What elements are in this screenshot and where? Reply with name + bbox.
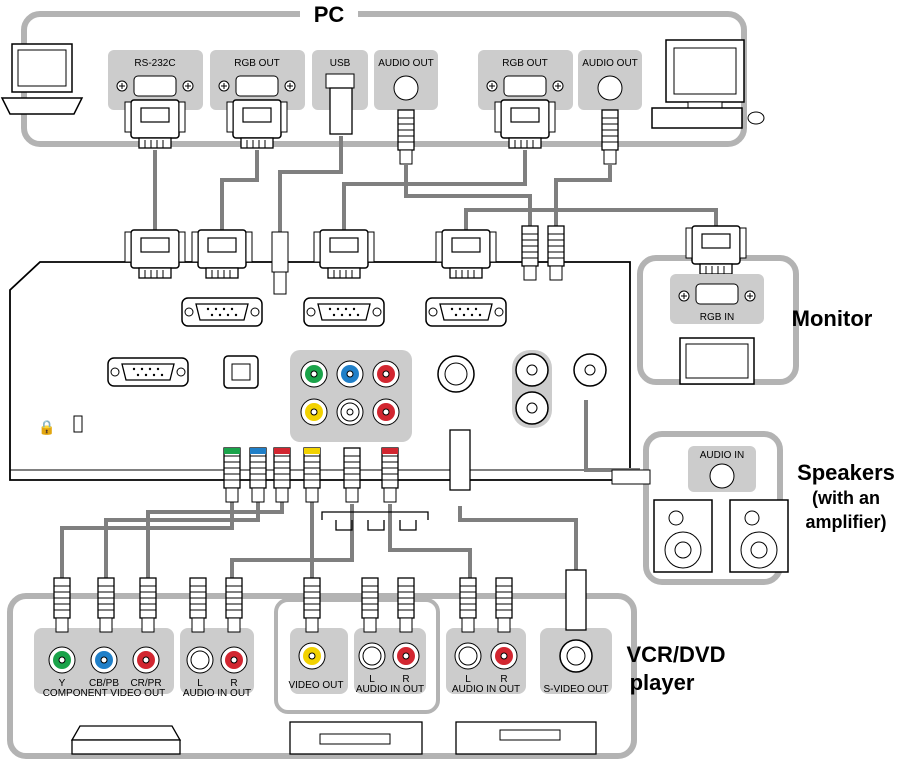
pc-group: PC RS-232C RGB OUT: [0, 2, 765, 165]
composite-l-label: L: [369, 674, 375, 685]
pc-cables: [153, 136, 718, 232]
audio-out-1-label: AUDIO OUT: [378, 58, 434, 69]
usb-plug: [329, 87, 353, 135]
bracket: [321, 511, 429, 531]
audio-out-2-label: AUDIO OUT: [582, 58, 638, 69]
pc-port-rgb-out-1: RGB OUT: [210, 50, 305, 110]
projector-panel: 🔒: [9, 225, 631, 481]
svideo-l-label: L: [465, 674, 471, 685]
av-receiver-icon: [455, 721, 597, 755]
rgb-out-2-label: RGB OUT: [502, 58, 548, 69]
audio-in-label: AUDIO IN: [700, 450, 744, 461]
speakers-sub-2: amplifier): [805, 512, 886, 532]
rgb-out-1-label: RGB OUT: [234, 58, 280, 69]
lock-icon: 🔒: [38, 419, 55, 436]
svideo-plug: [449, 429, 471, 491]
component-l-label: L: [197, 678, 203, 689]
vcr-icon: [289, 721, 423, 755]
svideo-out-label: S-VIDEO OUT: [543, 684, 608, 695]
pc-port-rgb-out-2: RGB OUT: [478, 50, 573, 110]
speakers-group: AUDIO IN Speakers (with an amplifier): [611, 431, 895, 585]
component-audio-label: AUDIO IN OUT: [183, 688, 251, 699]
composite-audio-label: AUDIO IN OUT: [356, 684, 424, 695]
vcr-dvd-group: Y CB/PB CR/PR COMPONENT VIDEO OUT L R AU…: [7, 569, 726, 759]
usb-label: USB: [330, 58, 351, 69]
vcr-dvd-subtitle: player: [630, 670, 695, 695]
component-y-label: Y: [59, 678, 66, 689]
desktop-computer-icon: [651, 39, 765, 129]
pc-port-usb: USB: [312, 50, 368, 110]
dvd-player-icon: [70, 725, 182, 755]
svideo-audio-label: AUDIO IN OUT: [452, 684, 520, 695]
component-cb-label: CB/PB: [89, 678, 119, 689]
speaker-plug: [611, 469, 651, 485]
component-caption: COMPONENT VIDEO OUT: [43, 688, 166, 699]
svideo-r-label: R: [500, 674, 507, 685]
component-cr-label: CR/PR: [130, 678, 161, 689]
usb-cable-plug: [271, 231, 289, 273]
component-r-label: R: [230, 678, 237, 689]
pc-port-audio-out-2: AUDIO OUT: [578, 50, 642, 110]
rs232c-label: RS-232C: [134, 58, 175, 69]
composite-video-label: VIDEO OUT: [288, 680, 343, 691]
pc-port-audio-out-1: AUDIO OUT: [374, 50, 438, 110]
speakers-title: Speakers: [797, 460, 895, 485]
laptop-icon: [0, 43, 84, 115]
vcr-dvd-frame: [7, 593, 637, 759]
pc-port-rs232c: RS-232C: [108, 50, 203, 110]
speakers-sub-1: (with an: [812, 488, 880, 508]
security-slot: [73, 415, 83, 433]
rgb-in-label: RGB IN: [700, 312, 734, 323]
composite-r-label: R: [402, 674, 409, 685]
monitor-title: Monitor: [792, 306, 873, 331]
monitor-group: RGB IN Monitor: [637, 225, 873, 385]
pc-title: PC: [314, 2, 345, 27]
vcr-dvd-title: VCR/DVD: [626, 642, 725, 667]
